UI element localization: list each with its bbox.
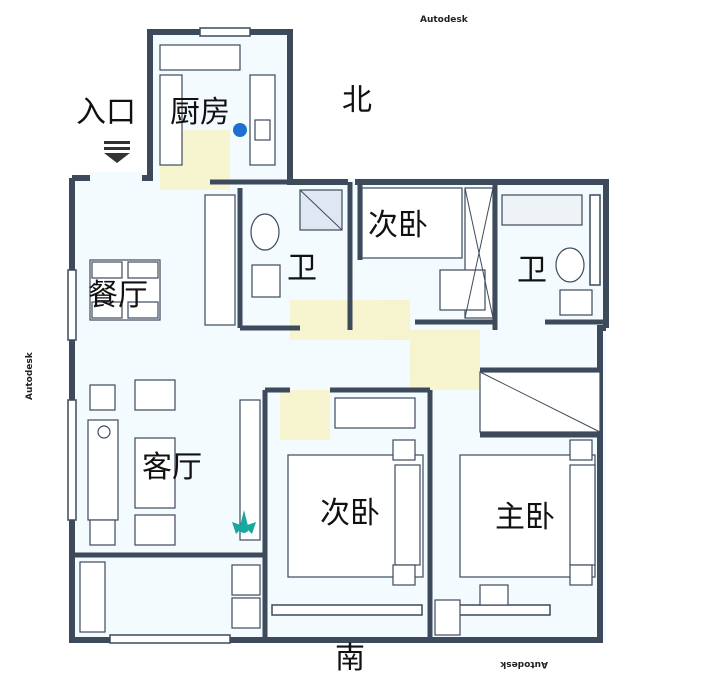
living-furniture xyxy=(87,379,261,546)
watermark-top: Autodesk xyxy=(420,15,469,25)
entrance-label: 入口 xyxy=(76,95,136,130)
room-label-kitchen: 厨房 xyxy=(170,95,230,130)
entrance-gap xyxy=(90,172,142,184)
room-label-master: 主卧 xyxy=(495,500,555,535)
kitchen-tap-icon xyxy=(233,123,247,137)
shower-diagonal xyxy=(299,189,343,231)
entrance-arrow-icon xyxy=(104,141,130,163)
watermark-bottom: Autodesk xyxy=(499,659,548,669)
north-label: 北 xyxy=(342,83,372,118)
room-label-bedroom-north: 次卧 xyxy=(368,208,428,243)
interior-walls xyxy=(72,179,606,640)
bathroom-right-fixtures xyxy=(501,194,593,316)
plant-icon xyxy=(232,510,256,534)
watermark-left: Autodesk xyxy=(25,351,35,400)
wardrobe-diagonal-2 xyxy=(464,187,494,319)
dining-table xyxy=(89,259,161,321)
wardrobe-master-diagonal xyxy=(479,371,601,433)
bathroom-left-fixtures xyxy=(204,189,343,326)
balcony-fixtures xyxy=(79,561,261,633)
room-label-bathroom-left: 卫 xyxy=(287,251,317,286)
room-label-bathroom-right: 卫 xyxy=(517,253,547,288)
kitchen-fixtures xyxy=(159,44,276,166)
room-label-living: 客厅 xyxy=(142,450,202,485)
windows xyxy=(67,27,601,644)
room-label-dining: 餐厅 xyxy=(88,278,148,313)
south-label: 南 xyxy=(335,641,365,676)
bedroom-south-fixtures xyxy=(287,397,424,586)
sofa-lamp-icon xyxy=(97,425,111,439)
room-label-bedroom-south: 次卧 xyxy=(320,496,380,531)
